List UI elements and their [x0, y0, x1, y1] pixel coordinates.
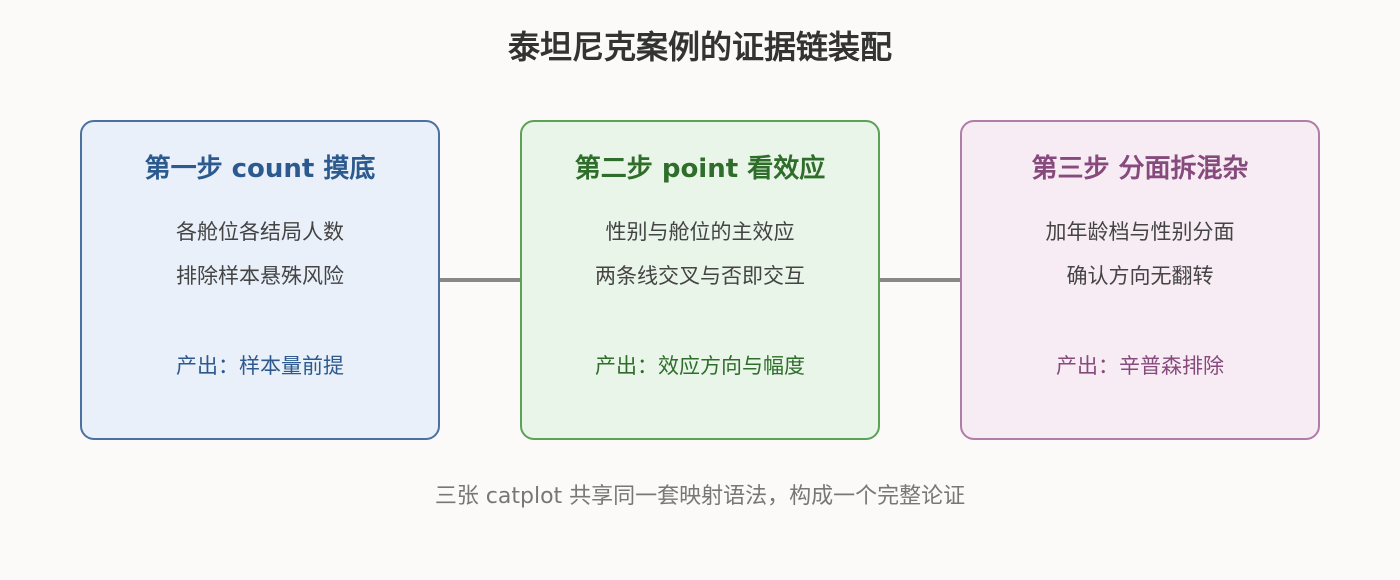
step-card-2: 第二步 point 看效应 性别与舱位的主效应 两条线交叉与否即交互 产出：效应…: [520, 120, 880, 440]
step-card-line: 性别与舱位的主效应: [605, 220, 795, 244]
step-card-1: 第一步 count 摸底 各舱位各结局人数 排除样本悬殊风险 产出：样本量前提: [80, 120, 440, 440]
diagram-footer-note: 三张 catplot 共享同一套映射语法，构成一个完整论证: [434, 484, 966, 509]
connector-step2-step3: [880, 278, 960, 282]
connector-step1-step2: [440, 278, 520, 282]
step-card-title: 第二步 point 看效应: [574, 154, 826, 184]
step-card-line: 排除样本悬殊风险: [176, 264, 344, 288]
step-card-output: 产出：效应方向与幅度: [595, 354, 805, 378]
step-card-output: 产出：样本量前提: [176, 354, 344, 378]
step-card-3: 第三步 分面拆混杂 加年龄档与性别分面 确认方向无翻转 产出：辛普森排除: [960, 120, 1320, 440]
diagram-title: 泰坦尼克案例的证据链装配: [507, 28, 892, 66]
step-card-line: 两条线交叉与否即交互: [595, 264, 805, 288]
step-card-line: 加年龄档与性别分面: [1045, 220, 1235, 244]
step-card-line: 确认方向无翻转: [1066, 264, 1214, 288]
step-card-line: 各舱位各结局人数: [176, 220, 344, 244]
step-card-title: 第一步 count 摸底: [144, 154, 376, 184]
step-card-title: 第三步 分面拆混杂: [1031, 154, 1249, 184]
step-card-output: 产出：辛普森排除: [1056, 354, 1224, 378]
